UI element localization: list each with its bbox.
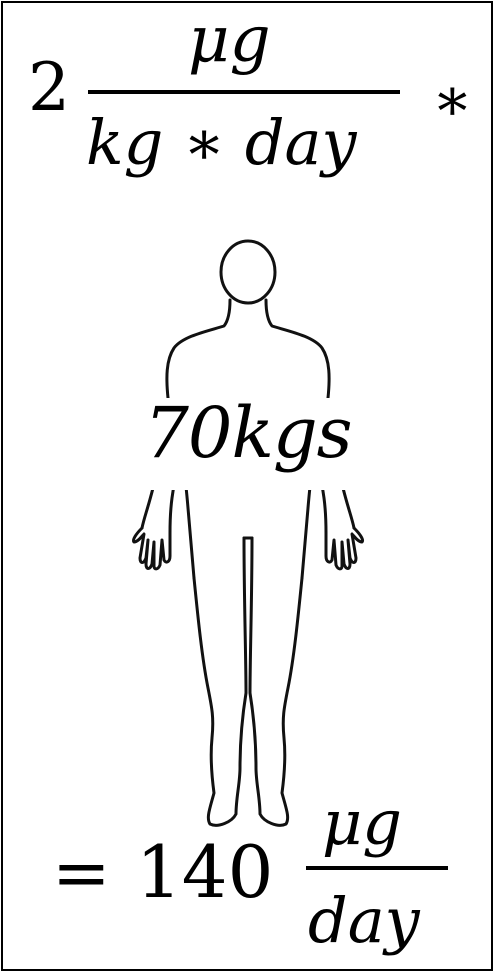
dose-coefficient: 2 [28, 55, 70, 121]
multiply-operator: ∗ [432, 70, 473, 130]
result-unit-denominator: day [308, 890, 420, 952]
result-value: 140 [136, 836, 273, 908]
weight-label: 70kgs [0, 398, 496, 468]
dose-unit-numerator: μg [188, 8, 271, 72]
dose-fraction-bar [88, 90, 400, 94]
result-unit-numerator: μg [322, 792, 402, 854]
human-body-outline-icon [128, 238, 368, 828]
result-fraction-bar [306, 866, 448, 870]
dose-unit-denominator: kg ∗ day [86, 112, 357, 174]
equals-sign: = [52, 838, 111, 908]
